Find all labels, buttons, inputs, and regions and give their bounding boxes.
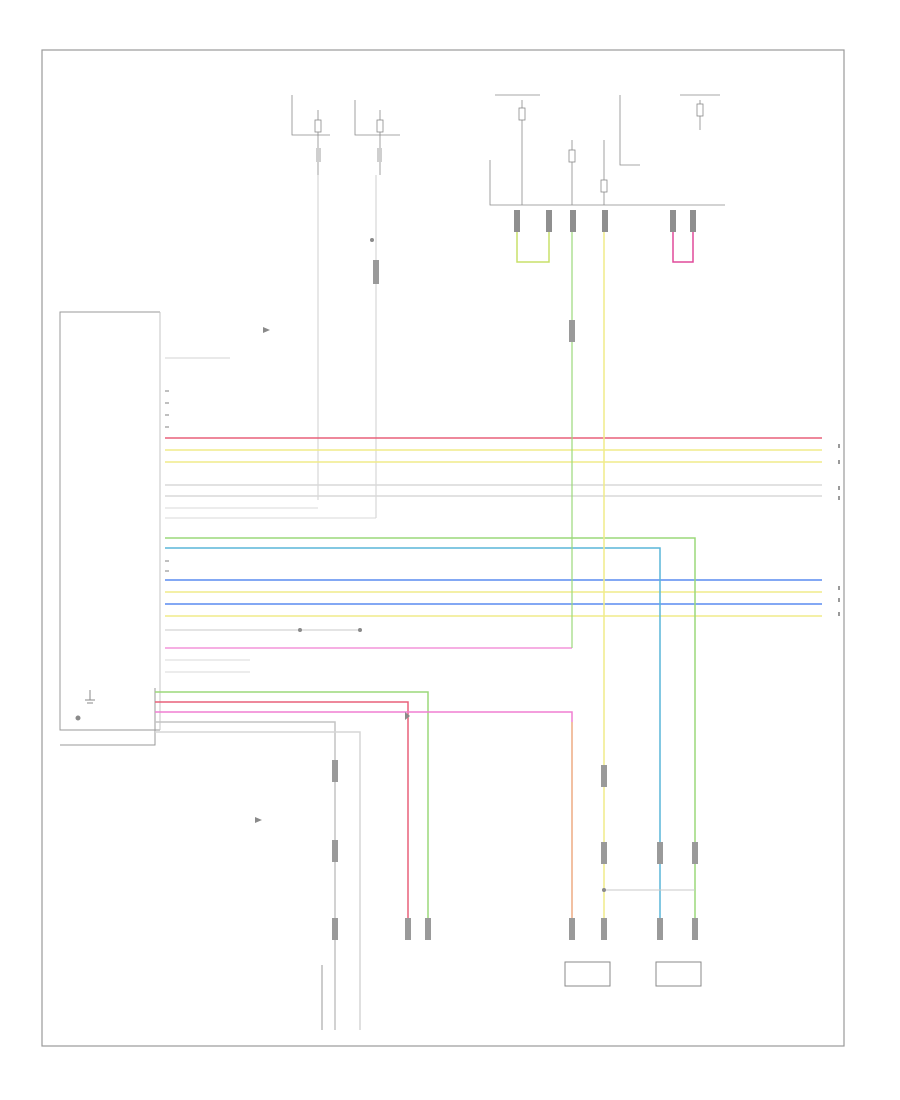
- fuse-block-right: [489, 94, 725, 206]
- horizontal-wires: [165, 437, 822, 617]
- module-box: [59, 311, 160, 731]
- right-connector-ticks: [838, 444, 840, 616]
- wire-loop-magenta: [672, 232, 694, 263]
- wire-loop-lime: [516, 232, 550, 263]
- sensor-box-1: [564, 961, 611, 987]
- pin-ticks: [165, 390, 169, 572]
- connector-stubs-top: [514, 210, 696, 232]
- sensor-box-2: [655, 961, 702, 987]
- fuse-block-left: [291, 95, 400, 175]
- wire-cyan-l: [165, 547, 661, 920]
- lower-wires: [155, 691, 573, 1030]
- diagram-frame: [41, 49, 845, 1047]
- inline-connectors: [332, 760, 698, 940]
- wire-green-l: [165, 537, 696, 920]
- ground-icon: [75, 690, 95, 721]
